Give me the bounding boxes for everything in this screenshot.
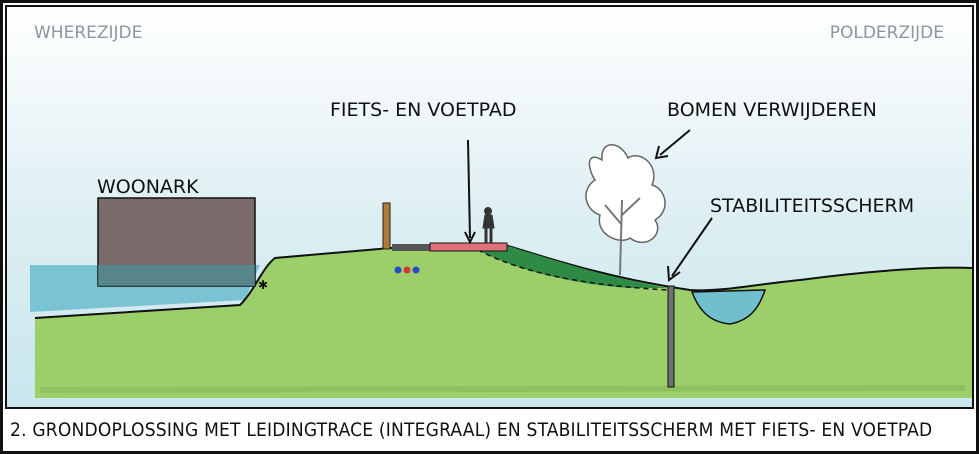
- figure-caption: 2. GRONDOPLOSSING MET LEIDINGTRACE (INTE…: [10, 419, 933, 441]
- polderzijde-label: POLDERZIJDE: [830, 23, 944, 43]
- pipe-icon: [412, 266, 420, 274]
- wherezijde-label: WHEREZIJDE: [34, 23, 142, 43]
- polder-ditch: [690, 289, 767, 325]
- reinforcement-fill: [478, 245, 668, 288]
- arrow-head: [464, 231, 476, 245]
- arrow-screen: [671, 217, 713, 277]
- houseboat-label: WOONARK: [97, 176, 199, 198]
- remove-trees-label: BOMEN VERWIJDEREN: [667, 99, 877, 121]
- cyclist-icon: [482, 207, 495, 243]
- pipe-icon: [394, 266, 402, 274]
- houseboat-waterline: [98, 265, 255, 286]
- ground-body: [35, 245, 972, 398]
- arrow-bike-path: [467, 139, 471, 239]
- stability-screen: [667, 285, 675, 388]
- bike-path-label: FIETS- EN VOETPAD: [330, 99, 516, 121]
- bike-path: [429, 242, 508, 252]
- crest-path-grey: [392, 244, 432, 251]
- anchor-mark: ✱: [258, 278, 268, 292]
- arrow-head: [654, 145, 669, 160]
- arrow-trees: [659, 129, 691, 156]
- stability-screen-label: STABILITEITSSCHERM: [710, 195, 914, 217]
- wooden-post: [382, 202, 391, 250]
- tree-icon: [585, 144, 666, 276]
- ground-outline: [34, 243, 973, 319]
- ground-bottom-shade: [39, 385, 966, 393]
- arrow-head: [667, 265, 681, 282]
- pipe-icon: [403, 266, 411, 274]
- original-profile-dashed: [477, 249, 669, 291]
